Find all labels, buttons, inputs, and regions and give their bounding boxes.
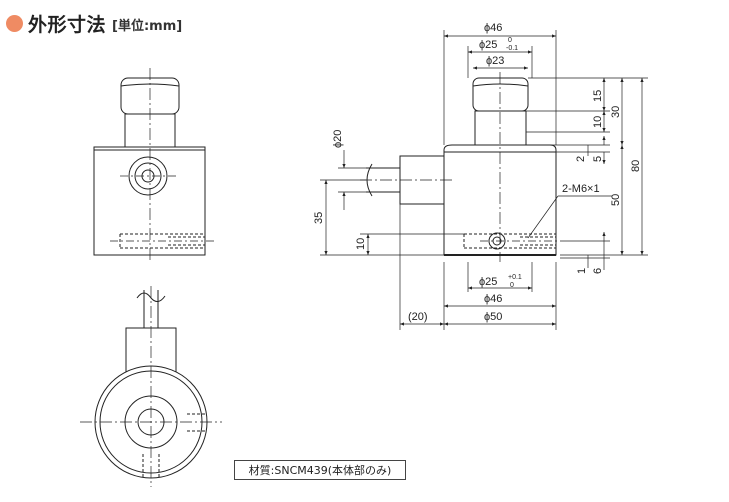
- section-header: 外形寸法 [単位:mm]: [6, 10, 182, 36]
- dim-v2: 2: [575, 156, 587, 162]
- dim-v5: 5: [592, 156, 604, 162]
- dim-top-phi25-tol-upper: 0: [508, 37, 512, 44]
- side-cap: [472, 77, 529, 112]
- dim-v50: 50: [610, 194, 622, 206]
- dim-top-phi23: ϕ23: [486, 55, 504, 67]
- dim-bottom-phi25-tol-upper: +0.1: [508, 274, 522, 281]
- front-port-mid: [134, 162, 162, 190]
- unit-label: [単位:mm]: [112, 19, 183, 34]
- dimension-labels: ϕ46 ϕ25 0 -0.1 ϕ23 15 30 10 2 5 50 80 2-…: [313, 22, 642, 323]
- dim-top-phi25-tol-lower: -0.1: [506, 45, 518, 52]
- front-view: [93, 68, 215, 262]
- section-title: 外形寸法: [28, 13, 107, 36]
- dim-top-phi46: ϕ46: [484, 22, 502, 34]
- front-port-outer: [128, 156, 168, 196]
- dim-v80: 80: [630, 160, 642, 172]
- dim-left-35: 35: [313, 212, 325, 224]
- dim-top-phi25: ϕ25: [479, 39, 497, 51]
- dim-v30: 30: [610, 106, 622, 118]
- material-label: 材質:SNCM439(本体部のみ): [248, 464, 392, 477]
- top-view: [80, 286, 222, 487]
- dim-left-phi20: ϕ20: [332, 130, 344, 148]
- dim-v6: 6: [592, 268, 604, 274]
- dim-left-10: 10: [355, 238, 367, 250]
- dim-bottom-phi25: ϕ25: [479, 276, 497, 288]
- dimension-lines: [320, 30, 648, 330]
- dim-bottom-phi46: ϕ46: [484, 293, 502, 305]
- dim-bottom-phi25-tol-lower: 0: [510, 282, 514, 289]
- dim-bottom-20: (20): [408, 311, 428, 323]
- material-note: 材質:SNCM439(本体部のみ): [234, 460, 406, 480]
- side-view: [360, 72, 566, 262]
- dim-v1: 1: [576, 268, 588, 274]
- dim-bottom-phi50: ϕ50: [484, 311, 502, 323]
- side-neck: [474, 110, 527, 146]
- dim-v15: 15: [592, 90, 604, 102]
- dim-v10-right: 10: [592, 116, 604, 128]
- bullet-dot-icon: [6, 14, 23, 32]
- front-body: [93, 146, 206, 256]
- side-thread-hole: [488, 232, 506, 250]
- dim-thread: 2-M6×1: [562, 183, 600, 195]
